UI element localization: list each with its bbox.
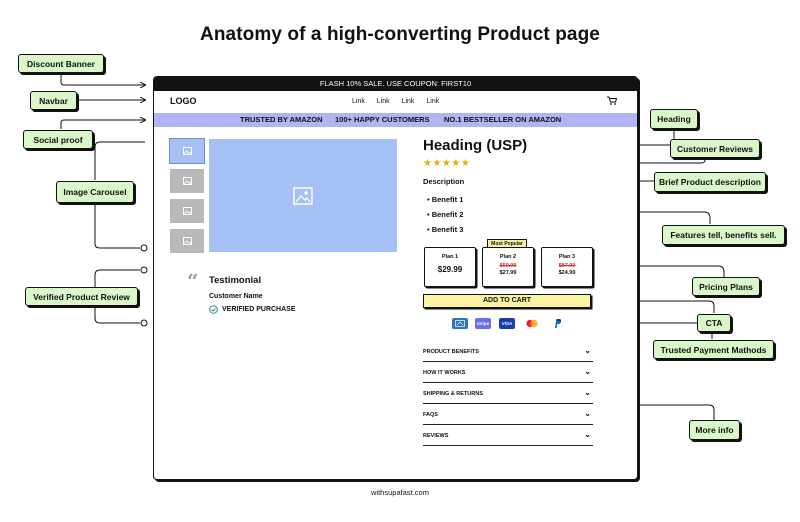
accordion-label: FAQS bbox=[423, 412, 438, 418]
image-icon bbox=[182, 147, 192, 155]
plan-new-price: $27.99 bbox=[499, 270, 517, 276]
plan-name: Plan 2 bbox=[499, 254, 517, 260]
main-product-image[interactable] bbox=[209, 139, 397, 252]
accordion-shipping-returns[interactable]: SHIPPING & RETURNS ⌄ bbox=[423, 384, 593, 404]
plan-new-price: $24.99 bbox=[558, 270, 576, 276]
nav-link[interactable]: Link bbox=[401, 98, 415, 105]
accordion-product-benefits[interactable]: PRODUCT BENEFITS ⌄ bbox=[423, 342, 593, 362]
chevron-down-icon: ⌄ bbox=[584, 388, 591, 397]
customer-name: Customer Name bbox=[209, 293, 263, 300]
quote-mark: “ bbox=[187, 269, 199, 293]
logo[interactable]: LOGO bbox=[170, 96, 197, 106]
chevron-down-icon: ⌄ bbox=[584, 346, 591, 355]
plan-old-price: $87.99 bbox=[558, 263, 576, 269]
most-popular-badge: Most Popular bbox=[487, 239, 527, 248]
amex-icon bbox=[452, 318, 468, 329]
nav-link[interactable]: Link bbox=[426, 98, 440, 105]
accordion-label: REVIEWS bbox=[423, 433, 449, 439]
plan-price: $29.99 bbox=[437, 265, 463, 274]
add-to-cart-button[interactable]: ADD TO CART bbox=[423, 294, 591, 308]
thumbnail-active[interactable] bbox=[169, 138, 205, 164]
callout-verified-review: Verified Product Review bbox=[25, 287, 138, 306]
callout-pricing-plans: Pricing Plans bbox=[692, 277, 760, 296]
verified-check-icon bbox=[209, 305, 218, 314]
stripe-icon: stripe bbox=[475, 318, 491, 329]
paypal-icon bbox=[549, 318, 565, 329]
nav-link[interactable]: Link bbox=[352, 98, 365, 105]
callout-heading: Heading bbox=[650, 109, 698, 129]
plan-old-price: $59.99 bbox=[499, 263, 517, 269]
footer-credit: withsupafast.com bbox=[371, 488, 429, 497]
callout-features: Features tell, benefits sell. bbox=[662, 225, 785, 245]
product-description: Description bbox=[423, 177, 465, 186]
diagram-title: Anatomy of a high-converting Product pag… bbox=[200, 24, 600, 45]
social-proof-bar: TRUSTED BY AMAZON 100+ HAPPY CUSTOMERS N… bbox=[154, 113, 637, 127]
callout-navbar: Navbar bbox=[30, 91, 77, 110]
testimonial-title: Testimonial bbox=[209, 275, 262, 286]
chevron-down-icon: ⌄ bbox=[584, 367, 591, 376]
accordion-label: HOW IT WORKS bbox=[423, 370, 466, 376]
image-icon bbox=[182, 237, 192, 245]
trust-item: TRUSTED BY AMAZON bbox=[240, 115, 323, 124]
flash-sale-banner: FLASH 10% SALE. USE COUPON: FIRST10 bbox=[154, 77, 637, 91]
image-icon bbox=[293, 186, 313, 205]
plan-card-2[interactable]: Plan 2 $59.99 $27.99 bbox=[482, 247, 534, 287]
callout-discount-banner: Discount Banner bbox=[18, 54, 104, 73]
accordion-how-it-works[interactable]: HOW IT WORKS ⌄ bbox=[423, 363, 593, 383]
benefit-item: • Benefit 3 bbox=[427, 225, 464, 234]
accordion-faqs[interactable]: FAQS ⌄ bbox=[423, 405, 593, 425]
plan-name: Plan 3 bbox=[558, 254, 576, 260]
plan-name: Plan 1 bbox=[441, 254, 459, 260]
callout-trusted-payment: Trusted Payment Mathods bbox=[653, 340, 774, 359]
thumbnail[interactable] bbox=[170, 229, 204, 253]
plan-card-3[interactable]: Plan 3 $87.99 $24.99 bbox=[541, 247, 593, 287]
chevron-down-icon: ⌄ bbox=[584, 430, 591, 439]
benefit-label: Benefit 3 bbox=[431, 225, 464, 234]
thumbnail[interactable] bbox=[170, 199, 204, 223]
accordion-label: PRODUCT BENEFITS bbox=[423, 349, 479, 355]
chevron-down-icon: ⌄ bbox=[584, 409, 591, 418]
callout-brief-description: Brief Product description bbox=[654, 172, 766, 192]
callout-image-carousel: Image Carousel bbox=[56, 181, 134, 203]
product-page-mockup: FLASH 10% SALE. USE COUPON: FIRST10 LOGO… bbox=[153, 76, 638, 480]
star-rating: ★★★★★ bbox=[423, 158, 471, 169]
benefit-label: Benefit 1 bbox=[431, 195, 464, 204]
thumbnail[interactable] bbox=[170, 169, 204, 193]
navbar: LOGO Link Link Link Link bbox=[154, 91, 637, 113]
cart-icon[interactable] bbox=[607, 96, 617, 105]
callout-social-proof: Social proof bbox=[23, 130, 93, 149]
callout-cta: CTA bbox=[697, 314, 731, 332]
image-icon bbox=[182, 177, 192, 185]
nav-links: Link Link Link Link bbox=[352, 98, 449, 105]
verified-label: VERIFIED PURCHASE bbox=[222, 306, 296, 313]
image-icon bbox=[182, 207, 192, 215]
callout-more-info: More info bbox=[689, 420, 740, 440]
accordion-label: SHIPPING & RETURNS bbox=[423, 391, 483, 397]
benefit-item: • Benefit 1 bbox=[427, 195, 464, 204]
product-heading: Heading (USP) bbox=[423, 137, 528, 154]
callout-customer-reviews: Customer Reviews bbox=[670, 139, 760, 158]
benefit-label: Benefit 2 bbox=[431, 210, 464, 219]
trust-item: 100+ HAPPY CUSTOMERS bbox=[335, 115, 430, 124]
verified-purchase: VERIFIED PURCHASE bbox=[209, 305, 296, 314]
plan-card-1[interactable]: Plan 1 $29.99 bbox=[424, 247, 476, 287]
visa-icon: VISA bbox=[499, 318, 515, 329]
mastercard-icon bbox=[524, 318, 540, 329]
accordion-reviews[interactable]: REVIEWS ⌄ bbox=[423, 426, 593, 446]
trust-item: NO.1 BESTSELLER ON AMAZON bbox=[444, 115, 562, 124]
nav-link[interactable]: Link bbox=[376, 98, 390, 105]
benefit-item: • Benefit 2 bbox=[427, 210, 464, 219]
